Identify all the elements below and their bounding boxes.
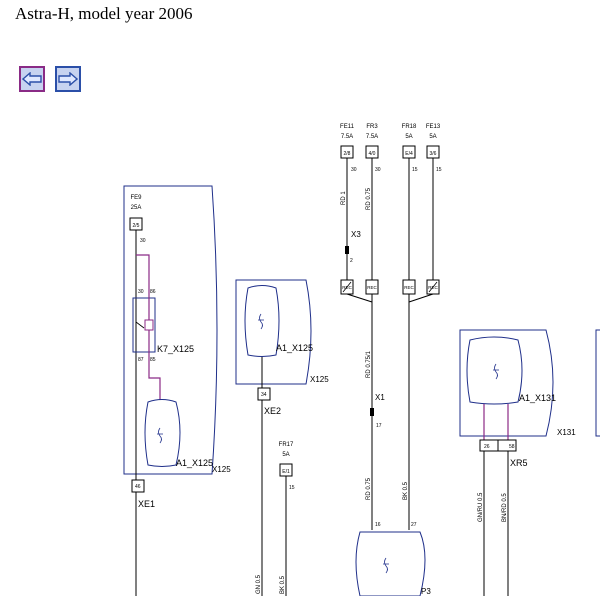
svg-text:A1_X125: A1_X125 — [176, 458, 213, 468]
svg-text:85: 85 — [150, 357, 156, 363]
x125-left-label: X125 — [212, 465, 231, 474]
svg-text:46: 46 — [135, 484, 141, 490]
svg-text:GN 0.5: GN 0.5 — [256, 574, 262, 594]
pin-27: 27 — [411, 522, 417, 528]
fuse-terminal: 15 — [436, 167, 442, 173]
page-title: Astra-H, model year 2006 — [15, 4, 193, 23]
x131-box: X131 A1_X131 — [459, 329, 576, 440]
svg-text:34: 34 — [261, 392, 267, 398]
fuse-slot: 2/8 — [344, 151, 351, 157]
wire-label-rd075-1: RD 0.75/1 — [366, 350, 372, 378]
fuse-fr17: FR17 5A E/1 15 BK 0.5 — [279, 442, 295, 596]
xe2-label: XE2 — [264, 406, 281, 416]
svg-text:26: 26 — [484, 444, 490, 450]
svg-text:30: 30 — [140, 238, 146, 244]
wire-label-rd075: RD 0.75 — [366, 187, 372, 210]
svg-text:REC: REC — [367, 285, 377, 290]
svg-text:GN/RU 0.5: GN/RU 0.5 — [478, 492, 484, 522]
fuse-name: FR18 — [402, 124, 417, 130]
svg-text:58: 58 — [509, 444, 515, 450]
svg-text:86: 86 — [150, 289, 156, 295]
pin-16: 16 — [375, 522, 381, 528]
xr5-label: XR5 — [510, 458, 528, 468]
svg-text:BN/RD 0.5: BN/RD 0.5 — [502, 493, 508, 522]
wire-label-rd1: RD 1 — [341, 191, 347, 205]
arrow-right-icon — [58, 72, 78, 86]
svg-text:FE9: FE9 — [130, 195, 142, 201]
arrow-left-icon — [22, 72, 42, 86]
svg-text:A1_X131: A1_X131 — [519, 393, 556, 403]
svg-text:X131: X131 — [557, 428, 576, 437]
svg-text:REC: REC — [404, 285, 414, 290]
fuse-fr18: FR18 5A E/4 15 — [402, 124, 418, 173]
x1-label: X1 — [375, 393, 385, 402]
svg-text:30: 30 — [138, 289, 144, 295]
x1-pin: 17 — [376, 423, 382, 429]
svg-text:E/1: E/1 — [282, 469, 290, 475]
x3-pin: 2 — [350, 258, 353, 264]
fuse-rating: 5A — [429, 134, 436, 140]
wire-label-bk05: BK 0.5 — [403, 481, 409, 500]
x125-mid-box: X125 A1_X125 — [235, 279, 329, 388]
fuse-name: FR3 — [366, 124, 378, 130]
relay-label: K7_X125 — [157, 344, 194, 354]
fuse-rating: 7.5A — [366, 134, 378, 140]
fuse-name: FE13 — [426, 124, 441, 130]
p3-label: P3 — [421, 587, 431, 596]
svg-text:REC: REC — [428, 285, 438, 290]
svg-text:A1_X125: A1_X125 — [276, 343, 313, 353]
svg-text:5A: 5A — [282, 452, 289, 458]
fuse-rating: 5A — [405, 134, 412, 140]
xe1-label: XE1 — [138, 499, 155, 509]
fuse-slot: E/4 — [405, 151, 413, 157]
svg-text:15: 15 — [289, 485, 295, 491]
svg-text:87: 87 — [138, 357, 144, 363]
fuse-terminal: 30 — [351, 167, 357, 173]
x125-left-box: X125 FE9 25A 2/5 30 30 86 87 85 K7_X125 … — [123, 185, 231, 480]
svg-text:FR17: FR17 — [279, 442, 294, 448]
svg-text:X125: X125 — [310, 375, 329, 384]
fuse-terminal: 30 — [375, 167, 381, 173]
fuse-fr3: FR3 7.5A 4/0 30 — [365, 124, 381, 173]
svg-text:BK 0.5: BK 0.5 — [280, 575, 286, 594]
fuse-name: FE11 — [340, 124, 355, 130]
rec-boxes: REC REC REC REC — [340, 279, 440, 295]
svg-text:REC: REC — [342, 285, 352, 290]
fuse-terminal: 15 — [412, 167, 418, 173]
fuse-slot: 3/6 — [430, 151, 437, 157]
svg-text:25A: 25A — [131, 205, 142, 211]
back-button[interactable] — [19, 66, 45, 92]
fuse-rating: 7.5A — [341, 134, 353, 140]
fuse-slot: 4/0 — [369, 151, 376, 157]
svg-text:2/5: 2/5 — [133, 223, 140, 229]
fuse-fe13: FE13 5A 3/6 15 — [426, 124, 442, 173]
p3-module: P3 — [355, 531, 431, 596]
forward-button[interactable] — [55, 66, 81, 92]
fuse-fe11: FE11 7.5A 2/8 30 — [340, 124, 357, 173]
wire-label-rd075b: RD 0.75 — [366, 477, 372, 500]
x3-label: X3 — [351, 230, 361, 239]
